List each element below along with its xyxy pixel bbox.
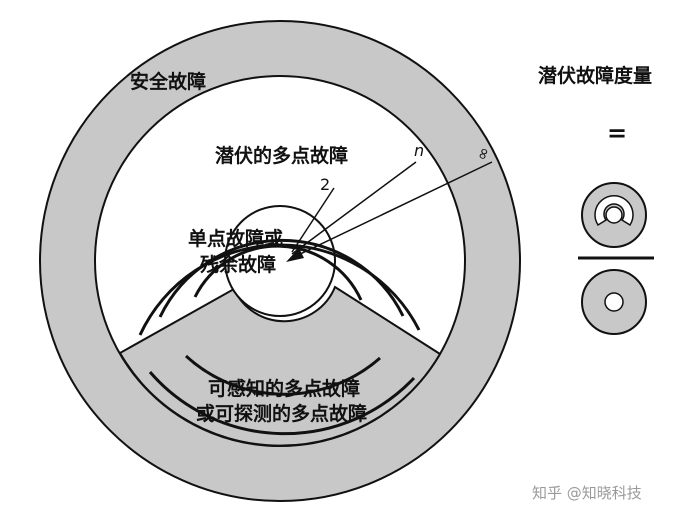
arrow-infinity-line [293,161,493,258]
arrow-2-line [291,187,335,253]
latent-arc-outer [138,243,421,336]
perceived-arc-inner [184,354,381,396]
single-point-label-line1: 单点故障或 [188,227,283,250]
arrow-label-2: 2 [320,175,330,194]
arrow-label-infinity: ∞ [471,144,493,163]
perceived-arc-outer [148,371,416,436]
latent-multipoint-label: 潜伏的多点故障 [215,144,348,167]
metric-title: 潜伏故障度量 [538,64,652,87]
watermark: 知乎 @知晓科技 [532,484,642,502]
perceived-fault-wedge [118,285,442,447]
safe-fault-label: 安全故障 [130,70,206,93]
arrow-n-line [291,161,417,255]
metric-equals: = [607,119,627,147]
arrow-label-n: n [414,141,424,160]
arrow-head [286,248,304,262]
perceived-label-line2: 或可探测的多点故障 [196,402,367,425]
denominator-center [604,292,624,312]
numerator-center [605,206,623,224]
single-point-label-line2: 残余故障 [200,253,276,276]
numerator-ring-segment [594,195,634,227]
perceived-label-line1: 可感知的多点故障 [208,377,360,400]
